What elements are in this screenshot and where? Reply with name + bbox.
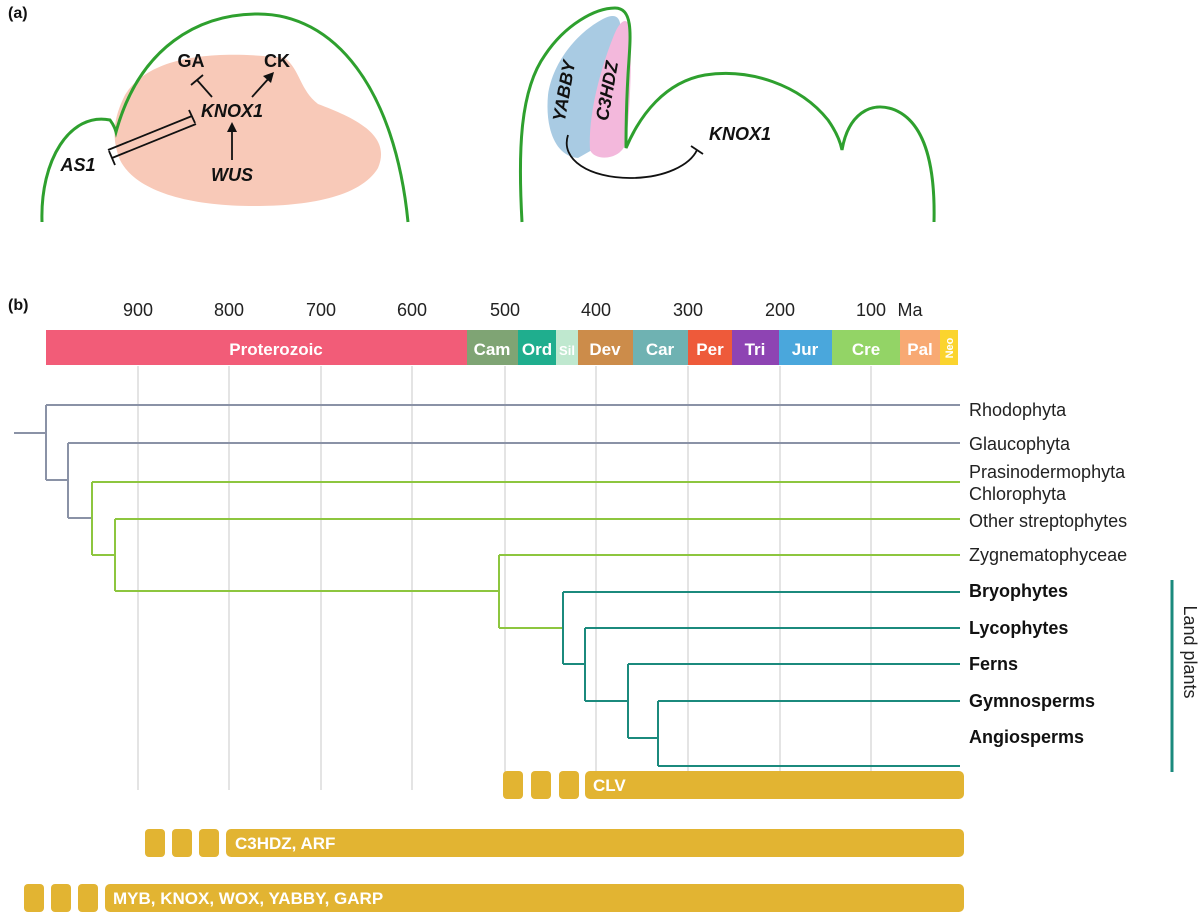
as1-inhibits-knox-bar bbox=[188, 109, 196, 124]
period-jurassic bbox=[779, 330, 832, 365]
wus-activates-knox-arrowhead bbox=[227, 122, 237, 132]
as1-label: AS1 bbox=[59, 155, 95, 175]
time-axis: 900 800 700 600 500 400 300 200 100 Ma bbox=[123, 300, 924, 320]
panel-b-label: (b) bbox=[8, 297, 28, 314]
clv-dash bbox=[503, 771, 523, 799]
period-label: Dev bbox=[589, 340, 621, 359]
taxon-label: Ferns bbox=[969, 654, 1018, 674]
tick-900: 900 bbox=[123, 300, 153, 320]
taxon-label: Bryophytes bbox=[969, 581, 1068, 601]
clv-dash bbox=[559, 771, 579, 799]
c3hdz-arf-dash bbox=[199, 829, 219, 857]
land-plants-label: Land plants bbox=[1180, 605, 1200, 698]
yabby-c3hdz-inhibit-knox bbox=[565, 134, 698, 179]
taxon-label: Chlorophyta bbox=[969, 484, 1067, 504]
period-cambrian bbox=[467, 330, 518, 365]
period-label: Jur bbox=[792, 340, 819, 359]
period-label: Car bbox=[646, 340, 675, 359]
gridlines bbox=[137, 366, 872, 790]
clv-dash bbox=[531, 771, 551, 799]
knox-inhibits-ga-bar bbox=[190, 74, 204, 86]
period-silurian bbox=[556, 330, 578, 365]
period-label: Per bbox=[696, 340, 724, 359]
taxon-label: Angiosperms bbox=[969, 727, 1084, 747]
clv-bar bbox=[585, 771, 964, 799]
tick-400: 400 bbox=[581, 300, 611, 320]
period-proterozoic bbox=[46, 330, 467, 365]
gene-family-label: C3HDZ, ARF bbox=[235, 834, 335, 853]
knox-activates-ck-arrowhead bbox=[263, 72, 274, 83]
panel-a-label: (a) bbox=[8, 5, 28, 22]
c3hdz-expression-zone bbox=[589, 20, 631, 158]
period-label: Ord bbox=[522, 340, 552, 359]
myb-group-bar bbox=[105, 884, 964, 912]
tick-300: 300 bbox=[673, 300, 703, 320]
tick-200: 200 bbox=[765, 300, 795, 320]
myb-group-dash bbox=[78, 884, 98, 912]
period-paleogene bbox=[900, 330, 940, 365]
gene-family-label: CLV bbox=[593, 776, 626, 795]
knox-inhibits-ga bbox=[196, 79, 213, 98]
yabby-c3hdz-inhibit-knox-bar bbox=[690, 145, 704, 155]
left-meristem-outline bbox=[40, 12, 410, 223]
knox-expression-zone bbox=[114, 54, 382, 207]
tick-700: 700 bbox=[306, 300, 336, 320]
period-label: Sil bbox=[559, 343, 575, 358]
tick-500: 500 bbox=[490, 300, 520, 320]
knox-inhibits-as1-bar bbox=[108, 150, 116, 166]
left-meristem: GA CK KNOX1 AS1 WUS bbox=[40, 12, 410, 223]
ck-label: CK bbox=[264, 51, 290, 71]
period-label: Proterozoic bbox=[229, 340, 323, 359]
yabby-expression-zone bbox=[547, 16, 621, 158]
c3hdz-arf-bar bbox=[226, 829, 964, 857]
gene-family-bars bbox=[24, 771, 964, 912]
taxon-label: Zygnematophyceae bbox=[969, 545, 1127, 565]
tick-100: 100 bbox=[856, 300, 886, 320]
period-triassic bbox=[732, 330, 779, 365]
taxon-labels: Rhodophyta Glaucophyta Prasinodermophyta… bbox=[969, 400, 1127, 747]
taxon-label: Other streptophytes bbox=[969, 511, 1127, 531]
phylogeny bbox=[14, 404, 960, 767]
knox-activates-ck bbox=[251, 76, 271, 98]
taxon-label: Prasinodermophyta bbox=[969, 462, 1126, 482]
tick-800: 800 bbox=[214, 300, 244, 320]
as1-inhibits-knox bbox=[107, 115, 193, 151]
period-label: Neo bbox=[944, 337, 956, 358]
period-permian bbox=[688, 330, 732, 365]
period-label: Cre bbox=[852, 340, 880, 359]
gene-family-label: MYB, KNOX, WOX, YABBY, GARP bbox=[113, 889, 383, 908]
right-meristem-outline bbox=[518, 6, 936, 223]
axis-unit: Ma bbox=[897, 300, 923, 320]
taxon-label: Glaucophyta bbox=[969, 434, 1071, 454]
right-meristem: YABBY C3HDZ KNOX1 bbox=[518, 6, 936, 223]
period-label: Pal bbox=[907, 340, 933, 359]
ga-label: GA bbox=[178, 51, 205, 71]
period-devonian bbox=[578, 330, 633, 365]
wus-label: WUS bbox=[211, 165, 253, 185]
myb-group-dash bbox=[51, 884, 71, 912]
taxon-label: Lycophytes bbox=[969, 618, 1068, 638]
knox-inhibits-as1 bbox=[111, 123, 197, 159]
knox1-target-label: KNOX1 bbox=[709, 124, 771, 144]
period-carboniferous bbox=[633, 330, 688, 365]
c3hdz-arf-dash bbox=[172, 829, 192, 857]
period-label: Cam bbox=[474, 340, 511, 359]
c3hdz-arf-dash bbox=[145, 829, 165, 857]
taxon-label: Gymnosperms bbox=[969, 691, 1095, 711]
period-neogene bbox=[940, 330, 958, 365]
period-ordovician bbox=[518, 330, 556, 365]
taxon-label: Rhodophyta bbox=[969, 400, 1067, 420]
period-label: Tri bbox=[745, 340, 766, 359]
period-cretaceous bbox=[832, 330, 900, 365]
tick-600: 600 bbox=[397, 300, 427, 320]
myb-group-dash bbox=[24, 884, 44, 912]
knox1-label: KNOX1 bbox=[201, 101, 263, 121]
geologic-timescale: Proterozoic Cam Ord Sil Dev Car Per Tri … bbox=[46, 330, 958, 365]
